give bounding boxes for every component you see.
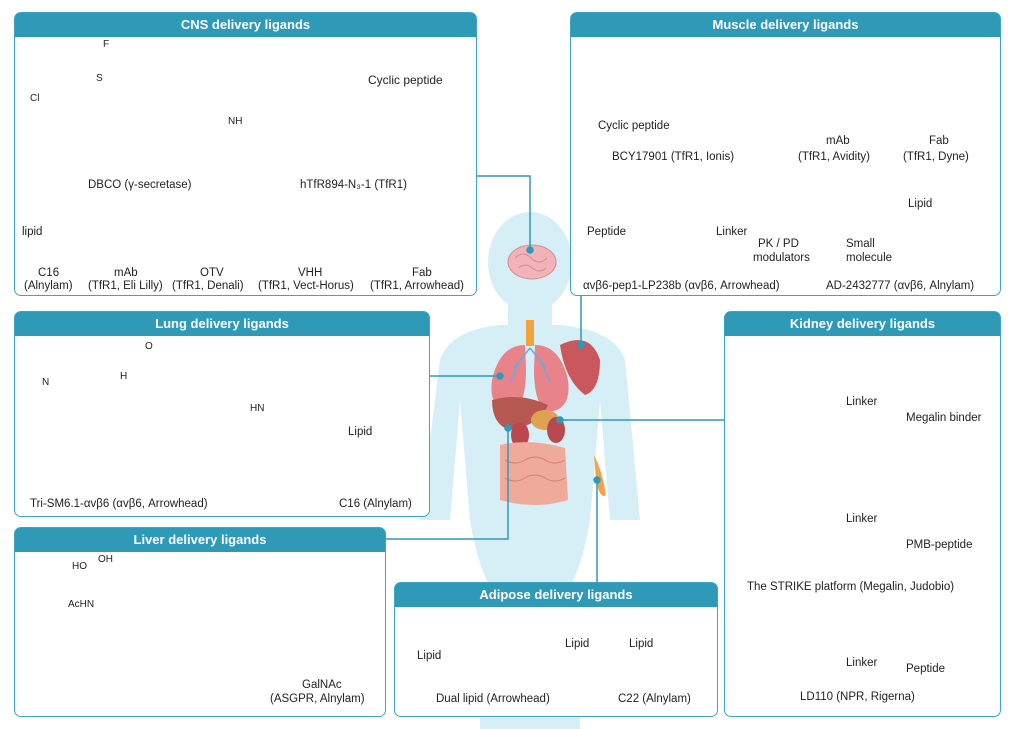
pkpd-label-1: PK / PD (758, 238, 799, 250)
atom-ho: HO (72, 561, 87, 572)
kidney-linker-label-3: Linker (846, 657, 878, 669)
lung-panel: Lung delivery ligands (14, 311, 430, 517)
otv-label-2: (TfR1, Denali) (172, 280, 244, 292)
pkpd-label-2: modulators (753, 252, 810, 264)
muscle-panel-title: Muscle delivery ligands (571, 13, 1000, 37)
c22-label: C22 (Alnylam) (618, 693, 691, 705)
kidney-linker-label-1: Linker (846, 396, 878, 408)
atom-hn: HN (250, 403, 265, 414)
trism-label: Tri-SM6.1-αvβ6 (αvβ6, Arrowhead) (30, 498, 208, 510)
avb6-label: αvβ6-pep1-LP238b (αvβ6, Arrowhead) (583, 280, 780, 292)
adipose-lipid-left-label: Lipid (417, 650, 442, 662)
adipose-panel-title: Adipose delivery ligands (395, 583, 717, 607)
mab-label-1: mAb (114, 267, 138, 279)
dbco-label: DBCO (γ-secretase) (88, 179, 192, 191)
adipose-c22-lipid-label: Lipid (629, 638, 654, 650)
atom-o: O (145, 341, 153, 352)
atom-f: F (103, 39, 110, 50)
kidney-panel-title: Kidney delivery ligands (725, 312, 1000, 336)
atom-n: N (42, 377, 50, 388)
fab-label-1: Fab (412, 267, 432, 279)
adipose-lipid-right-label: Lipid (565, 638, 590, 650)
mab-label-2: (TfR1, Eli Lilly) (88, 280, 163, 292)
dual-lipid-label: Dual lipid (Arrowhead) (436, 693, 550, 705)
cns-cyclic-peptide-label: Cyclic peptide (368, 73, 443, 87)
pmb-label: PMB-peptide (906, 539, 973, 551)
atom-oh: OH (98, 554, 113, 565)
atom-h: H (120, 371, 128, 382)
c16-label-1: C16 (38, 267, 60, 279)
adipose-panel: Adipose delivery ligands (394, 582, 718, 717)
muscle-mab-label-2: (TfR1, Avidity) (798, 151, 870, 163)
muscle-icon (560, 340, 600, 395)
bcy-label: BCY17901 (TfR1, Ionis) (612, 151, 735, 163)
otv-label-1: OTV (200, 267, 224, 279)
galnac-label-1: GalNAc (302, 679, 342, 691)
megalin-label: Megalin binder (906, 412, 982, 424)
kidney-panel: Kidney delivery ligands (724, 311, 1001, 717)
atom-nh: NH (228, 116, 243, 127)
atom-cl: Cl (30, 93, 40, 104)
lung-c16-label: C16 (Alnylam) (339, 498, 412, 510)
muscle-fab-label-1: Fab (929, 135, 949, 147)
htfr-label: hTfR894-N₃-1 (TfR1) (300, 179, 407, 191)
adipose-icon (594, 455, 606, 496)
lungs-icon (491, 320, 569, 412)
kidney-linker-label-2: Linker (846, 513, 878, 525)
vhh-label-2: (TfR1, Vect-Horus) (258, 280, 354, 292)
liver-panel: Liver delivery ligands (14, 527, 386, 717)
lung-panel-title: Lung delivery ligands (15, 312, 429, 336)
small-molecule-label-1: Small (846, 238, 875, 250)
atom-s: S (96, 73, 103, 84)
intestine-icon (500, 442, 568, 505)
c16-label-2: (Alnylam) (24, 280, 73, 292)
connector-lines (386, 175, 724, 582)
cns-panel: CNS delivery ligands (14, 12, 477, 296)
ad-label: AD-2432777 (αvβ6, Alnylam) (826, 280, 975, 292)
fab-label-2: (TfR1, Arrowhead) (370, 280, 464, 292)
cns-panel-title: CNS delivery ligands (15, 13, 476, 37)
lung-lipid-label: Lipid (348, 426, 373, 438)
galnac-label-2: (ASGPR, Alnylam) (270, 693, 365, 705)
brain-icon (507, 244, 557, 280)
muscle-peptide-label: Peptide (587, 226, 627, 238)
muscle-cyclic-peptide-label: Cyclic peptide (598, 120, 670, 132)
muscle-panel: Muscle delivery ligands (570, 12, 1001, 296)
muscle-lipid-label: Lipid (908, 198, 933, 210)
ld110-label: LD110 (NPR, Rigerna) (800, 691, 915, 703)
kidney-peptide-label: Peptide (906, 663, 946, 675)
atom-achn: AcHN (68, 599, 95, 610)
cns-lipid-label: lipid (22, 226, 43, 238)
liver-panel-title: Liver delivery ligands (15, 528, 385, 552)
strike-label: The STRIKE platform (Megalin, Judobio) (747, 581, 955, 593)
muscle-fab-label-2: (TfR1, Dyne) (903, 151, 969, 163)
muscle-linker-label: Linker (716, 226, 748, 238)
muscle-mab-label-1: mAb (826, 135, 850, 147)
small-molecule-label-2: molecule (846, 252, 893, 264)
vhh-label-1: VHH (298, 267, 323, 279)
